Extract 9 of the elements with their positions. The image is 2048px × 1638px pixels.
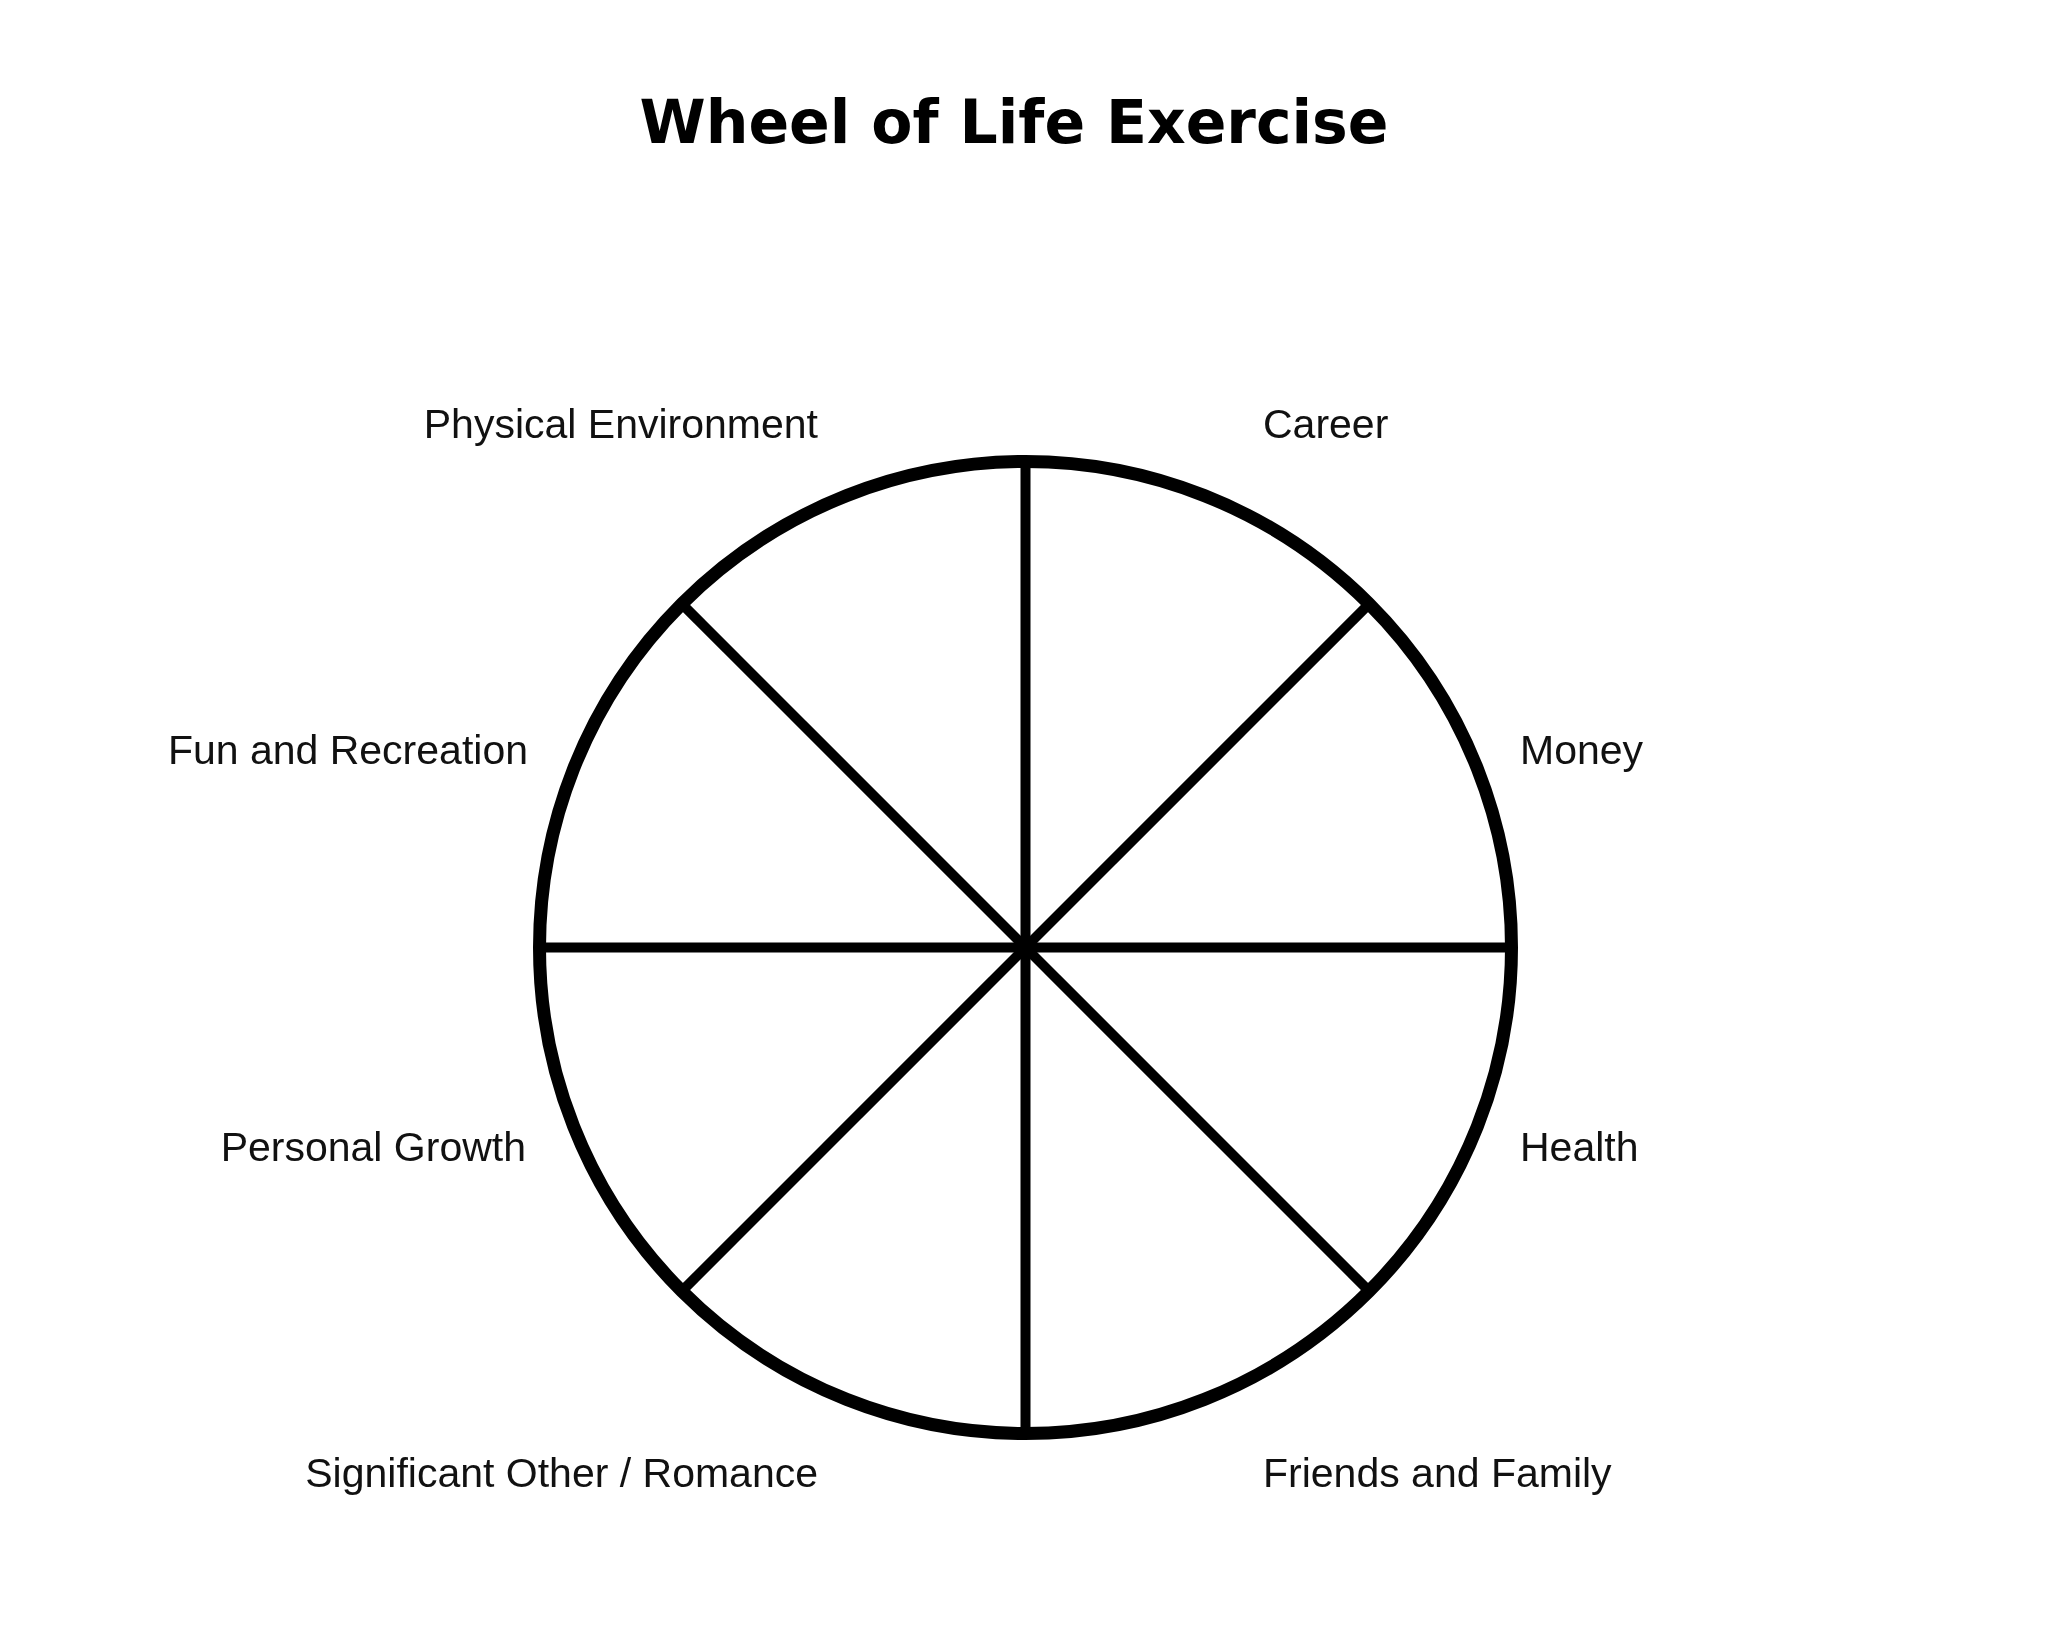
segment-label: Friends and Family bbox=[1263, 1449, 1612, 1497]
segment-label: Significant Other / Romance bbox=[305, 1449, 818, 1497]
segment-label: Personal Growth bbox=[220, 1123, 526, 1171]
segment-label: Money bbox=[1520, 726, 1644, 774]
segment-label: Fun and Recreation bbox=[167, 726, 528, 774]
segment-label: Physical Environment bbox=[423, 400, 818, 448]
segment-label: Health bbox=[1520, 1123, 1639, 1171]
segment-label: Career bbox=[1263, 400, 1389, 448]
page-title: Wheel of Life Exercise bbox=[639, 86, 1389, 158]
